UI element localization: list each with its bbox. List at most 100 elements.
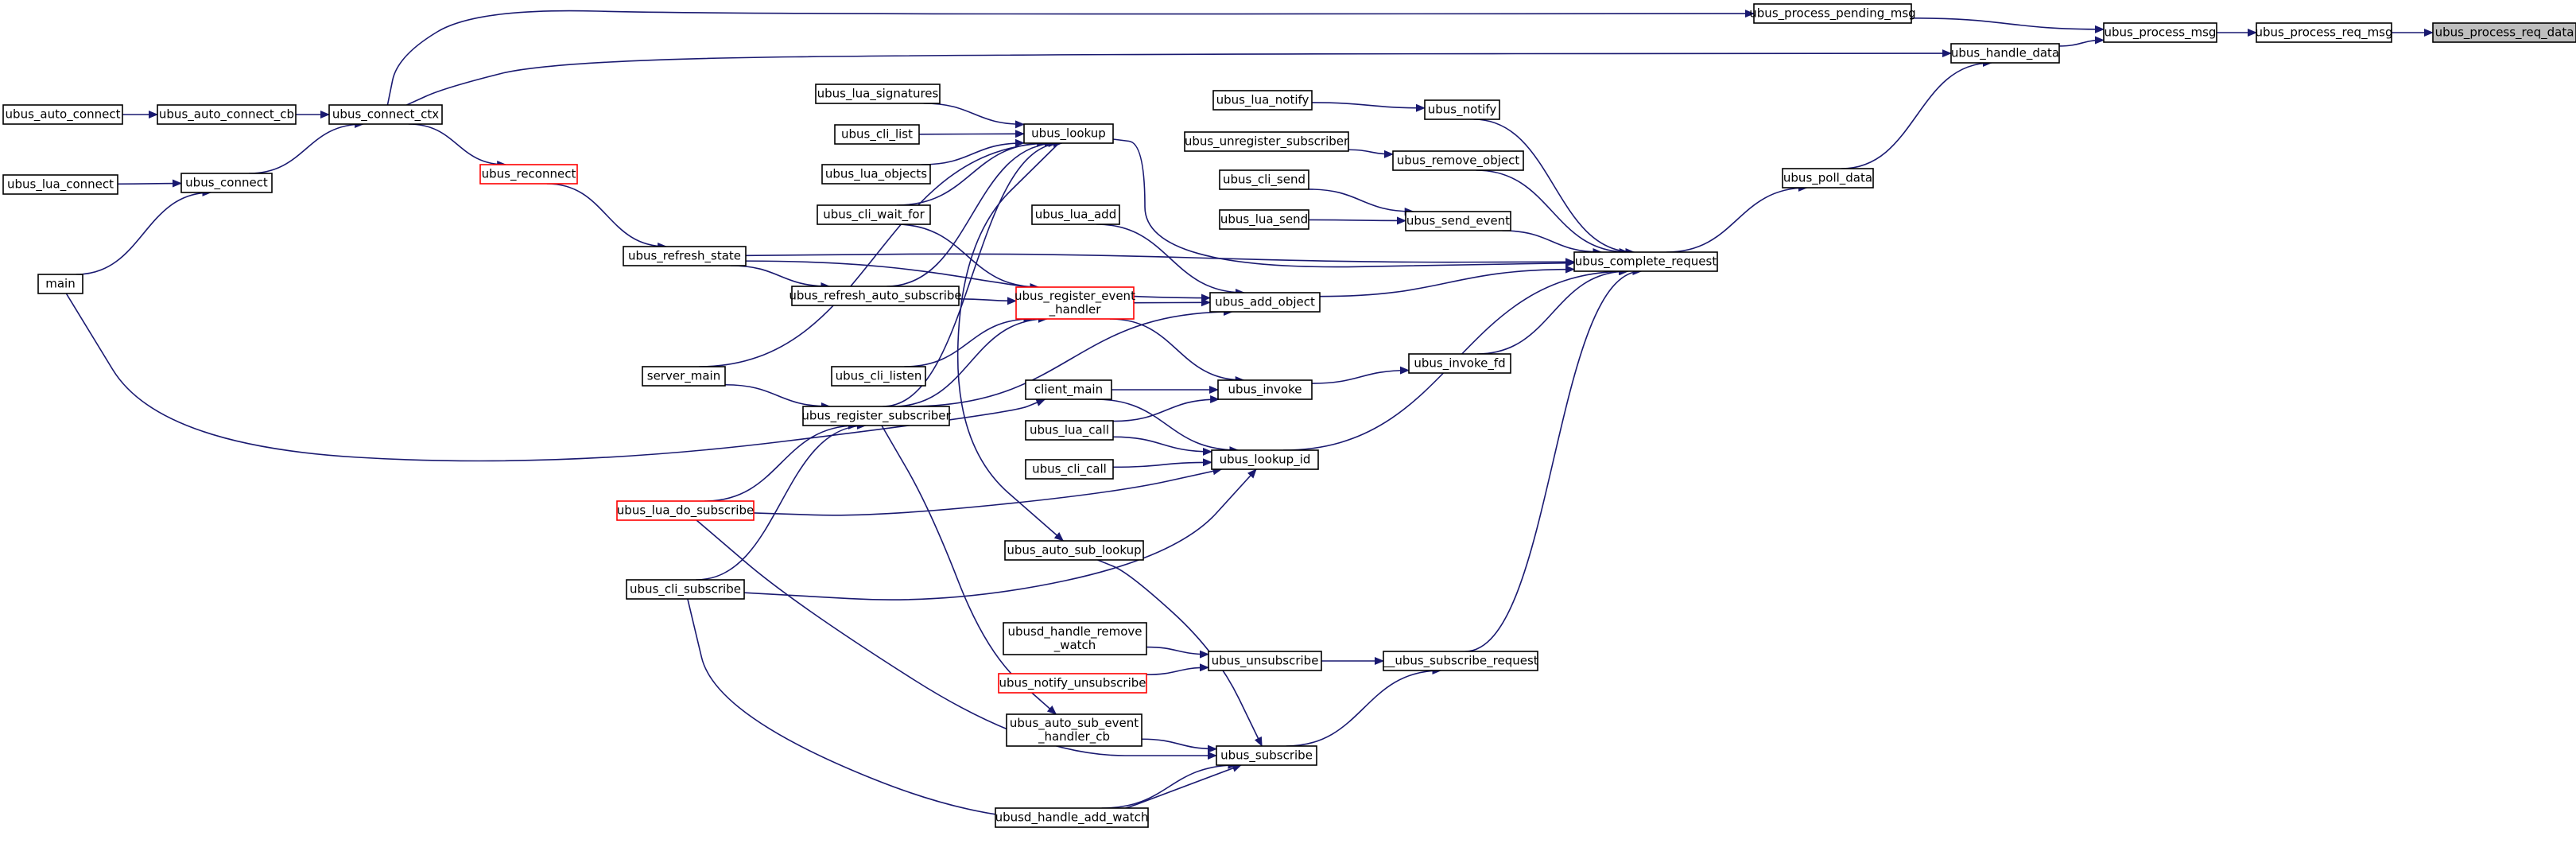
function-node[interactable]: ubus_lua_do_subscribe	[616, 500, 755, 521]
function-node-box[interactable]	[1025, 420, 1114, 441]
function-node[interactable]: ubus_lua_notify	[1212, 90, 1313, 111]
function-node-box[interactable]	[1015, 286, 1135, 320]
function-node-box[interactable]	[1025, 379, 1112, 400]
function-node[interactable]: ubus_complete_request	[1573, 251, 1718, 272]
function-node-box[interactable]	[1004, 540, 1144, 561]
function-node[interactable]: ubus_auto_sub_event_handler_cb	[1006, 713, 1143, 747]
function-node-box[interactable]	[1184, 131, 1349, 152]
function-node-box[interactable]	[791, 286, 960, 306]
function-node-box[interactable]	[802, 406, 950, 426]
function-node-box[interactable]	[479, 164, 578, 185]
function-node-box[interactable]	[821, 164, 931, 185]
function-node-box[interactable]	[995, 807, 1149, 828]
function-node[interactable]: main	[37, 274, 83, 294]
function-node-box[interactable]	[1209, 292, 1321, 313]
function-node-box[interactable]	[1006, 713, 1143, 747]
function-node-box[interactable]	[1219, 169, 1309, 190]
function-node[interactable]: ubus_poll_data	[1782, 168, 1874, 189]
function-node[interactable]: ubus_lua_connect	[2, 174, 118, 195]
function-node-box[interactable]	[180, 173, 273, 193]
function-node-box[interactable]	[1031, 204, 1120, 225]
function-node[interactable]: server_main	[642, 366, 726, 387]
function-node-box[interactable]	[1383, 651, 1538, 671]
function-node[interactable]: ubus_cli_wait_for	[817, 204, 931, 225]
function-node[interactable]: ubus_subscribe	[1216, 745, 1317, 766]
function-node[interactable]: ubusd_handle_add_watch	[995, 807, 1149, 828]
function-node[interactable]: ubus_remove_object	[1392, 150, 1524, 171]
function-node[interactable]: ubus_process_req_data	[2432, 22, 2576, 43]
function-node-box[interactable]	[1025, 459, 1114, 480]
function-node-box[interactable]	[1405, 211, 1511, 231]
function-node-box[interactable]	[1782, 168, 1874, 189]
function-node[interactable]: ubus_lua_objects	[821, 164, 931, 185]
function-node[interactable]: ubus_refresh_auto_subscribe	[789, 286, 962, 306]
function-node[interactable]: ubus_process_pending_msg	[1749, 3, 1916, 24]
function-node[interactable]: ubus_reconnect	[479, 164, 578, 185]
function-node-box[interactable]	[1212, 90, 1313, 111]
function-node[interactable]: client_main	[1025, 379, 1112, 400]
function-node-box[interactable]	[1753, 3, 1912, 24]
function-node[interactable]: ubus_lookup_id	[1211, 449, 1319, 470]
function-node[interactable]: ubus_invoke_fd	[1408, 353, 1511, 374]
function-node-box[interactable]	[1392, 150, 1524, 171]
function-node-box[interactable]	[1573, 251, 1718, 272]
function-node-box[interactable]	[1219, 209, 1309, 230]
function-node-box[interactable]	[815, 84, 941, 104]
function-node-box[interactable]	[2256, 22, 2392, 43]
function-node-box[interactable]	[2, 174, 118, 195]
function-node[interactable]: ubus_cli_subscribe	[626, 579, 745, 600]
function-node[interactable]: ubus_send_event	[1405, 211, 1511, 231]
function-node-box[interactable]	[1408, 353, 1511, 374]
function-node[interactable]: ubus_add_object	[1209, 292, 1321, 313]
function-node[interactable]: ubus_auto_connect	[2, 104, 123, 125]
function-node-box[interactable]	[616, 500, 755, 521]
function-node[interactable]: ubus_cli_send	[1219, 169, 1309, 190]
function-node[interactable]: ubus_cli_list	[834, 124, 920, 145]
function-node-box[interactable]	[1023, 123, 1114, 144]
function-node-box[interactable]	[1208, 651, 1322, 671]
function-node[interactable]: ubus_unregister_subscriber	[1184, 131, 1349, 152]
function-node-box[interactable]	[831, 366, 926, 387]
function-node-box[interactable]	[623, 246, 747, 266]
function-node-box[interactable]	[1216, 745, 1317, 766]
function-node[interactable]: ubusd_handle_remove_watch	[1003, 622, 1147, 655]
function-node[interactable]: ubus_handle_data	[1950, 43, 2060, 64]
function-node[interactable]: ubus_register_event_handler	[1014, 286, 1135, 320]
function-node[interactable]: ubus_connect_ctx	[328, 104, 443, 125]
function-node[interactable]: ubus_lua_signatures	[815, 84, 941, 104]
function-node-box[interactable]	[1217, 379, 1313, 400]
function-node[interactable]: ubus_lookup	[1023, 123, 1114, 144]
function-node-box[interactable]	[1211, 449, 1319, 470]
function-node[interactable]: ubus_process_req_msg	[2255, 22, 2393, 43]
function-node-box[interactable]	[998, 673, 1147, 694]
function-node[interactable]: __ubus_subscribe_request	[1382, 651, 1538, 671]
function-node[interactable]: ubus_notify_unsubscribe	[998, 673, 1147, 694]
function-node[interactable]: ubus_refresh_state	[623, 246, 747, 266]
function-node[interactable]: ubus_notify	[1424, 99, 1500, 120]
function-node-box[interactable]	[37, 274, 83, 294]
function-node[interactable]: ubus_cli_call	[1025, 459, 1114, 480]
function-node[interactable]: ubus_cli_listen	[831, 366, 926, 387]
function-node-box[interactable]	[642, 366, 726, 387]
function-node[interactable]: ubus_auto_connect_cb	[157, 104, 297, 125]
function-node-box[interactable]	[626, 579, 745, 600]
function-node-box[interactable]	[2, 104, 123, 125]
function-node-box[interactable]	[328, 104, 443, 125]
function-node-box[interactable]	[1003, 622, 1147, 655]
function-node-box[interactable]	[157, 104, 297, 125]
function-node-box[interactable]	[834, 124, 920, 145]
function-node[interactable]: ubus_auto_sub_lookup	[1004, 540, 1144, 561]
function-node-box[interactable]	[2432, 22, 2576, 43]
function-node-box[interactable]	[1424, 99, 1500, 120]
function-node[interactable]: ubus_lua_call	[1025, 420, 1114, 441]
function-node[interactable]: ubus_unsubscribe	[1208, 651, 1322, 671]
function-node-box[interactable]	[1950, 43, 2060, 64]
function-node[interactable]: ubus_lua_add	[1031, 204, 1120, 225]
function-node[interactable]: ubus_connect	[180, 173, 273, 193]
function-node[interactable]: ubus_register_subscriber	[801, 406, 952, 426]
function-node-box[interactable]	[817, 204, 931, 225]
function-node[interactable]: ubus_lua_send	[1219, 209, 1309, 230]
function-node[interactable]: ubus_invoke	[1217, 379, 1313, 400]
function-node[interactable]: ubus_process_msg	[2103, 22, 2217, 43]
function-node-box[interactable]	[2103, 22, 2217, 43]
